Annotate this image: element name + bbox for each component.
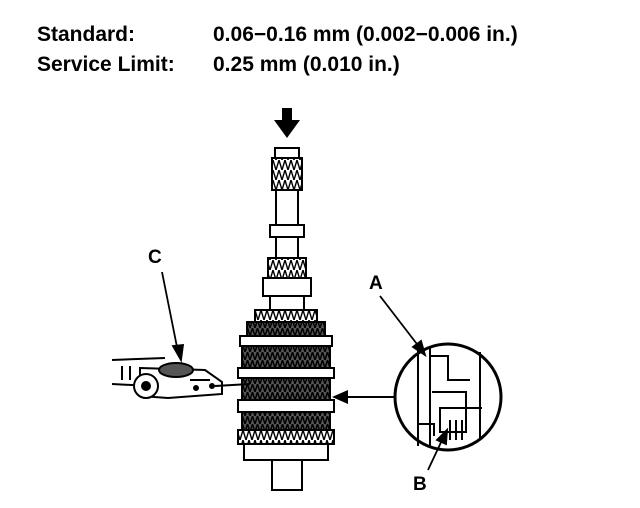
- standard-spec: Standard: 0.06−0.16 mm (0.002−0.006 in.): [37, 22, 617, 48]
- mainshaft: [262, 147, 312, 491]
- callout-b: B: [413, 474, 427, 495]
- service-limit-value: 0.25 mm (0.010 in.): [213, 53, 400, 76]
- feeler-gauge-tool: [111, 357, 251, 400]
- standard-value: 0.06−0.16 mm (0.002−0.006 in.): [213, 23, 518, 46]
- service-limit-label: Service Limit:: [37, 53, 175, 76]
- gear-cluster: [237, 309, 335, 461]
- leader-lines: [161, 271, 449, 471]
- standard-label: Standard:: [37, 23, 136, 46]
- detail-view: [332, 342, 503, 452]
- callout-c: C: [148, 247, 162, 268]
- push-arrow: [274, 108, 300, 138]
- service-limit-spec: Service Limit: 0.25 mm (0.010 in.): [37, 52, 617, 78]
- callout-a: A: [369, 273, 383, 294]
